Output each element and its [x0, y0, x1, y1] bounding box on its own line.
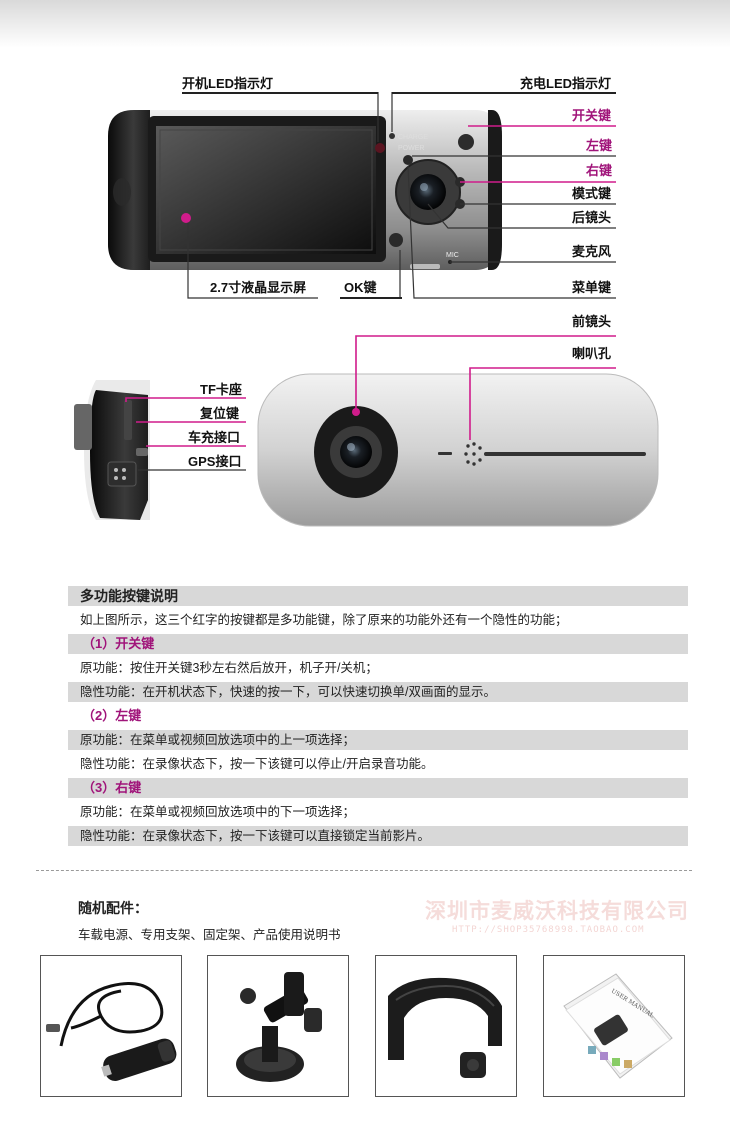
section-power-key-hidden: 隐性功能：在开机状态下，快速的按一下，可以快速切换单/双画面的显示。	[68, 682, 688, 702]
label-menu-key: 菜单键	[572, 280, 612, 295]
device-front-leaders	[355, 335, 616, 440]
label-reset-key: 复位键	[200, 406, 240, 421]
label-mic: 麦克风	[572, 244, 612, 259]
top-gradient-band	[0, 0, 730, 48]
label-charge-port: 车充接口	[188, 430, 241, 445]
manual-title: 多功能按键说明	[68, 586, 688, 606]
label-charge-led: 充电LED指示灯	[520, 76, 612, 91]
label-front-lens: 前镜头	[572, 314, 612, 329]
label-mode-key: 模式键	[572, 186, 612, 201]
section-right-key-hidden: 隐性功能：在录像状态下，按一下该键可以直接锁定当前影片。	[68, 826, 688, 846]
section-left-key-original: 原功能：在菜单或视频回放选项中的上一项选择；	[68, 730, 688, 750]
accessory-user-manual-image: USER MANUAL	[543, 955, 685, 1097]
product-diagram: CHARGE POWER MIC 开机LED指示灯 充电LED指示灯 开关键 左…	[0, 0, 730, 560]
accessories-list: 车载电源、专用支架、固定架、产品使用说明书	[78, 928, 341, 942]
underline-charge-led	[392, 92, 616, 94]
section-left-key-heading: （2）左键	[82, 708, 142, 723]
label-rear-lens: 后镜头	[572, 210, 612, 225]
label-screen: 2.7寸液晶显示屏	[210, 280, 307, 295]
watermark-url: HTTP://SHOP35768998.TAOBAO.COM	[452, 925, 645, 935]
label-speaker: 喇叭孔	[572, 346, 612, 361]
accessory-suction-mount-image	[207, 955, 349, 1097]
section-left-key-hidden: 隐性功能：在录像状态下，按一下该键可以停止/开启录音功能。	[80, 757, 434, 771]
device-back-view	[108, 110, 502, 270]
section-power-key-original: 原功能：按住开关键3秒左右然后放开，机子开/关机；	[80, 661, 378, 675]
device-illustration	[74, 92, 659, 527]
accessory-car-charger-image	[40, 955, 182, 1097]
label-tf-slot: TF卡座	[200, 382, 242, 397]
manual-intro: 如上图所示，这三个红字的按键都是多功能键，除了原来的功能外还有一个隐性的功能；	[80, 613, 568, 627]
device-side-view	[74, 380, 150, 520]
charge-text: CHARGE	[398, 134, 428, 141]
section-power-key-heading: （1）开关键	[68, 634, 688, 654]
accessories-title: 随机配件：	[78, 900, 148, 916]
underline-ok-key	[340, 297, 402, 299]
dotted-divider	[36, 870, 692, 871]
section-right-key-heading: （3）右键	[68, 778, 688, 798]
accessory-holder-image	[375, 955, 517, 1097]
label-right-key: 右键	[586, 163, 613, 178]
label-left-key: 左键	[586, 138, 613, 153]
mic-text: MIC	[446, 252, 459, 259]
device-side-leaders	[125, 397, 246, 471]
watermark-company: 深圳市麦威沃科技有限公司	[425, 900, 689, 923]
device-front-view	[257, 373, 659, 527]
label-power-led: 开机LED指示灯	[182, 76, 274, 91]
power-text: POWER	[398, 145, 425, 152]
label-ok-key: OK键	[344, 280, 377, 295]
section-right-key-original: 原功能：在菜单或视频回放选项中的下一项选择；	[80, 805, 356, 819]
label-power-key: 开关键	[572, 108, 612, 123]
device-back-leaders	[187, 92, 616, 299]
underline-power-led	[182, 92, 378, 94]
label-gps-port: GPS接口	[188, 454, 242, 469]
